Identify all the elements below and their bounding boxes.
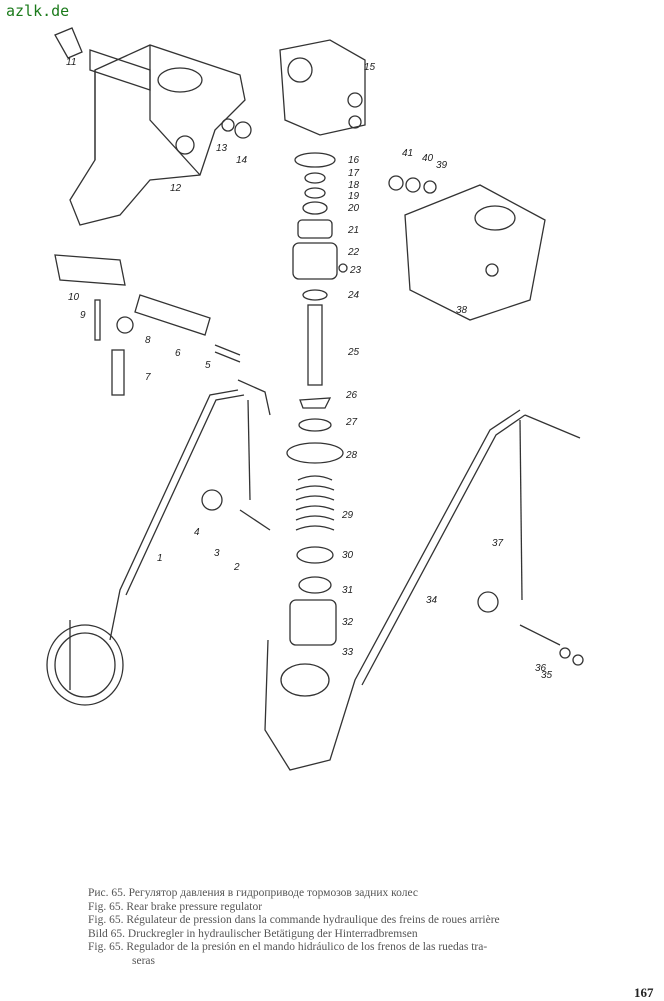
callout-24: 24 (348, 290, 360, 301)
regulator-body-15 (279, 39, 366, 136)
callout-25: 25 (348, 347, 360, 358)
callout-11: 11 (66, 57, 77, 68)
shaft-parts-left (54, 254, 241, 396)
washers-13-14 (221, 118, 252, 139)
callout-10: 10 (68, 292, 80, 303)
callout-13: 13 (216, 143, 228, 154)
callout-21: 21 (348, 225, 360, 236)
callout-15: 15 (364, 62, 376, 73)
callout-19: 19 (348, 191, 360, 202)
caption-ru: Рис. 65. Регулятор давления в гидроприво… (88, 887, 419, 899)
callout-39: 39 (436, 160, 448, 171)
callout-38: 38 (456, 305, 468, 316)
callout-27: 27 (346, 417, 358, 428)
right-bracket (404, 184, 546, 321)
callout-14: 14 (236, 155, 248, 166)
callout-22: 22 (348, 247, 360, 258)
callout-20: 20 (348, 203, 360, 214)
torsion-bar-34 (264, 409, 584, 771)
callout-2: 2 (234, 562, 240, 573)
site-watermark: azlk.de (6, 2, 70, 20)
callout-41: 41 (402, 148, 414, 159)
callout-12: 12 (170, 183, 182, 194)
callout-23: 23 (350, 265, 362, 276)
callout-1: 1 (157, 553, 163, 564)
caption-en: Fig. 65. Rear brake pressure regulator (88, 900, 263, 913)
callout-4: 4 (194, 527, 200, 538)
caption-es: Fig. 65. Regulador de la presión en el m… (88, 941, 488, 953)
callout-33: 33 (342, 647, 354, 658)
callout-36: 36 (535, 663, 547, 674)
washers-39-41 (388, 175, 437, 194)
exploded-parts-illustration (46, 27, 584, 771)
callout-6: 6 (175, 348, 181, 359)
callout-30: 30 (342, 550, 354, 561)
caption-fr: Fig. 65. Régulateur de pression dans la … (88, 914, 500, 926)
callout-37: 37 (492, 538, 504, 549)
callout-17: 17 (348, 168, 360, 179)
callout-16: 16 (348, 155, 360, 166)
callout-18: 18 (348, 180, 360, 191)
callout-9: 9 (80, 310, 86, 321)
bolt-11 (54, 27, 83, 59)
callout-5: 5 (205, 360, 211, 371)
caption-de: Bild 65. Druckregler in hydraulischer Be… (88, 927, 418, 940)
left-bracket (69, 44, 246, 226)
caption-es-continued: seras (132, 954, 155, 967)
callout-40: 40 (422, 153, 434, 164)
figure-caption: Рис. 65. Регулятор давления в гидроприво… (88, 887, 500, 968)
callout-7: 7 (145, 372, 151, 383)
callout-3: 3 (214, 548, 220, 559)
callout-35: 35 (541, 670, 553, 681)
regulator-stack (280, 152, 348, 697)
callout-32: 32 (342, 617, 354, 628)
torsion-bar-1 (46, 379, 271, 706)
callout-28: 28 (346, 450, 358, 461)
callout-31: 31 (342, 585, 354, 596)
callout-26: 26 (346, 390, 358, 401)
callout-29: 29 (342, 510, 354, 521)
callout-8: 8 (145, 335, 151, 346)
callout-34: 34 (426, 595, 438, 606)
page-number: 167 (634, 985, 654, 1000)
